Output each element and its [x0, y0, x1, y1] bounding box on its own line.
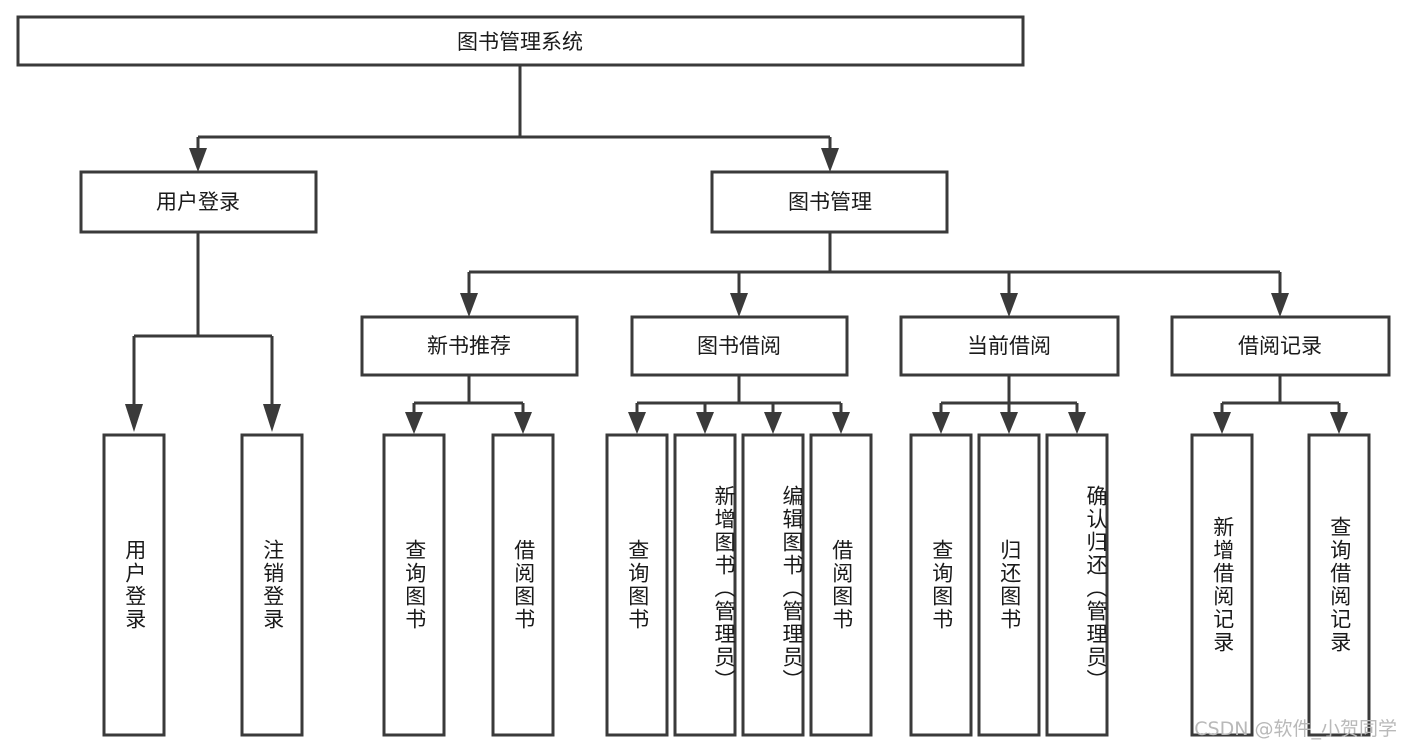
node-user-login-box — [79, 170, 318, 234]
node-book-borrow-label: 图书借阅 — [697, 334, 781, 358]
node-borrow-record-box — [1170, 315, 1391, 377]
arrowhead-book-borrow — [730, 293, 748, 317]
arrowhead-leaf-add-book — [696, 412, 714, 434]
arrowhead-leaf-edit-book — [764, 412, 782, 434]
node-leaf-user-login-box[interactable] — [102, 433, 166, 737]
arrowhead-leaf-return-book — [1000, 412, 1018, 434]
node-book-manage-label: 图书管理 — [788, 190, 872, 214]
node-root-box — [16, 15, 1025, 67]
node-user-login-label: 用户登录 — [156, 190, 240, 214]
arrowhead-leaf-query-book-3 — [932, 412, 950, 434]
node-leaf-edit-book-box[interactable] — [741, 433, 805, 737]
node-leaf-borrow-book-2-box[interactable] — [809, 433, 873, 737]
node-book-manage-box — [710, 170, 949, 234]
node-leaf-user-logout-box[interactable] — [240, 433, 304, 737]
node-root[interactable]: 图书管理系统 — [16, 15, 1025, 67]
node-new-book-recommend-box — [360, 315, 579, 377]
arrowhead-leaf-confirm-return — [1068, 412, 1086, 434]
node-book-borrow[interactable]: 图书借阅 — [630, 315, 849, 377]
arrowhead-leaf-query-book-1 — [405, 412, 423, 434]
node-book-manage[interactable]: 图书管理 — [710, 170, 949, 234]
node-book-borrow-box — [630, 315, 849, 377]
arrowhead-book-manage — [821, 148, 839, 172]
arrowhead-leaf-user-logout — [263, 404, 281, 432]
node-borrow-record-label: 借阅记录 — [1238, 334, 1322, 358]
node-leaf-confirm-return-box[interactable] — [1045, 433, 1109, 737]
arrowhead-leaf-user-login — [125, 404, 143, 432]
node-leaf-query-book-1-box[interactable] — [382, 433, 446, 737]
node-leaf-return-book-box[interactable] — [977, 433, 1041, 737]
node-borrow-record[interactable]: 借阅记录 — [1170, 315, 1391, 377]
node-leaf-query-book-2-box[interactable] — [605, 433, 669, 737]
arrowhead-leaf-borrow-book-1 — [514, 412, 532, 434]
node-leaf-query-book-3-box[interactable] — [909, 433, 973, 737]
arrowhead-leaf-add-record — [1213, 412, 1231, 434]
node-leaf-query-record-box[interactable] — [1307, 433, 1371, 737]
node-user-login[interactable]: 用户登录 — [79, 170, 318, 234]
node-leaf-add-record-box[interactable] — [1190, 433, 1254, 737]
arrowhead-layer — [125, 148, 1348, 434]
arrowhead-leaf-query-book-2 — [628, 412, 646, 434]
arrowhead-borrow-record — [1271, 293, 1289, 317]
node-new-book-recommend-label: 新书推荐 — [427, 334, 511, 358]
node-new-book-recommend[interactable]: 新书推荐 — [360, 315, 579, 377]
arrowhead-user-login — [189, 148, 207, 172]
node-current-borrow-label: 当前借阅 — [967, 334, 1051, 358]
leaf-box-layer — [102, 433, 1371, 737]
node-root-label: 图书管理系统 — [457, 30, 583, 54]
arrowhead-leaf-query-record — [1330, 412, 1348, 434]
arrowhead-new-book — [460, 293, 478, 317]
node-current-borrow[interactable]: 当前借阅 — [899, 315, 1120, 377]
csdn-watermark: CSDN @软件_小贺同学 — [1194, 718, 1397, 740]
node-leaf-add-book-box[interactable] — [673, 433, 737, 737]
node-leaf-borrow-book-1-box[interactable] — [491, 433, 555, 737]
node-current-borrow-box — [899, 315, 1120, 377]
arrowhead-current-borrow — [1000, 293, 1018, 317]
arrowhead-leaf-borrow-book-2 — [832, 412, 850, 434]
